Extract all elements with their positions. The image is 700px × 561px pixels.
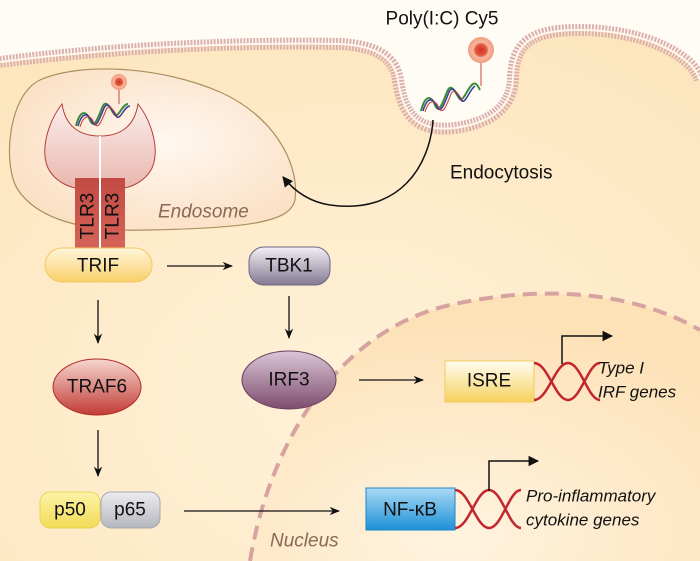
isre-label: ISRE (467, 371, 511, 392)
nfkb-node (365, 487, 456, 531)
traf6-node (52, 358, 142, 416)
isre-node (444, 360, 535, 403)
traf6-label: TRAF6 (67, 377, 127, 398)
dsrna-extracellular (420, 37, 494, 113)
cy5-dye-endosome (111, 74, 127, 90)
tlr3-label-left: TLR3 (78, 193, 99, 239)
isre-dna-helix (533, 361, 601, 402)
p50-node (39, 491, 101, 529)
p50-label: p50 (54, 500, 86, 521)
tlr3-label-right: TLR3 (103, 193, 124, 239)
membrane-inner-line (0, 28, 700, 130)
nfkb-transcription-arrow (488, 455, 540, 491)
nfkb-gene-label-line1: Pro-inflammatory (526, 487, 657, 506)
tbk1-node (248, 246, 331, 286)
tbk1-label: TBK1 (265, 256, 313, 277)
nfkb-label: NF-κB (383, 500, 437, 521)
trif-label: TRIF (77, 256, 119, 277)
dsrna-in-receptor (75, 74, 131, 128)
trif-node (44, 247, 153, 283)
cy5-dye-outside (468, 37, 494, 63)
endocytosis-arrow (282, 119, 434, 207)
endosome-label: Endosome (158, 202, 249, 223)
isre-transcription-arrow (561, 330, 614, 364)
tlr3-stem-left (75, 178, 99, 258)
p65-label: p65 (114, 500, 146, 521)
irf3-node (241, 350, 337, 410)
isre-gene-label-line1: Type I (598, 359, 644, 378)
irf3-label: IRF3 (268, 370, 309, 391)
nfkb-gene-label-line2: cytokine genes (526, 511, 640, 530)
isre-gene-label-line2: IRF genes (598, 383, 677, 402)
tlr3-stem-right (101, 178, 125, 258)
tlr3-dimer: TLR3 TLR3 (44, 102, 156, 263)
nucleus-label: Nucleus (270, 531, 339, 552)
nuclear-envelope (248, 291, 700, 561)
endocytosis-label: Endocytosis (450, 163, 552, 184)
p65-node (100, 491, 161, 529)
ligand-label: Poly(I:C) Cy5 (386, 9, 499, 30)
nucleus (250, 293, 700, 561)
